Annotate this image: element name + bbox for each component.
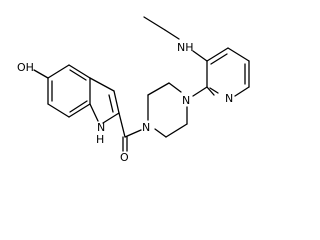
bond-pyr-5 bbox=[234, 86, 250, 97]
bond-pip-6 bbox=[154, 128, 167, 138]
bond-nh-ch2 bbox=[164, 29, 180, 40]
bond-pip-pyr bbox=[192, 86, 208, 97]
bond-benz-5-inner bbox=[69, 69, 87, 81]
bond-pyr-2-inner bbox=[210, 53, 228, 65]
bond-c3-c2 bbox=[113, 90, 120, 114]
bond-c3-c2-inner bbox=[108, 94, 114, 113]
hydroxyl-label: OH bbox=[17, 61, 34, 74]
bond-c3a-c3 bbox=[89, 77, 115, 92]
bond-benz-3 bbox=[68, 103, 91, 118]
bond-c2-carbonyl bbox=[118, 112, 126, 138]
bond-pip-5 bbox=[165, 123, 188, 138]
carbonyl-o-label: O bbox=[120, 151, 129, 164]
bond-pyr-6-inner bbox=[209, 87, 219, 94]
bond-carbonyl-n bbox=[124, 129, 142, 138]
atom-labels: OH N H O N N N NH bbox=[17, 41, 233, 164]
bond-benz-3-inner bbox=[69, 100, 88, 113]
bond-pyr-nh bbox=[192, 50, 208, 62]
bond-pyr-2 bbox=[206, 47, 229, 62]
bond-c2-n1 bbox=[102, 112, 120, 124]
bond-c-oh bbox=[33, 69, 49, 79]
bond-benz-6 bbox=[47, 64, 70, 79]
bond-benz-2 bbox=[47, 103, 70, 118]
bond-ch2-ch3 bbox=[143, 16, 166, 31]
piperazine-n1-label: N bbox=[142, 121, 150, 134]
amine-nh-label: NH bbox=[177, 41, 194, 54]
bonds bbox=[33, 16, 250, 152]
bond-pip-2 bbox=[147, 82, 170, 96]
indole-n-label: N bbox=[97, 121, 105, 134]
bond-pyr-1 bbox=[206, 86, 215, 96]
pyridine-n-label: N bbox=[225, 92, 233, 105]
indole-nh-label: H bbox=[96, 133, 104, 146]
molecule-structure-diagram: OH N H O N N N NH bbox=[17, 16, 250, 164]
bond-benz-5 bbox=[68, 64, 91, 79]
bond-pip-3 bbox=[168, 82, 182, 93]
bond-n1-c7a bbox=[89, 103, 99, 122]
bond-pyr-3 bbox=[227, 47, 250, 62]
piperazine-n2-label: N bbox=[182, 94, 190, 107]
